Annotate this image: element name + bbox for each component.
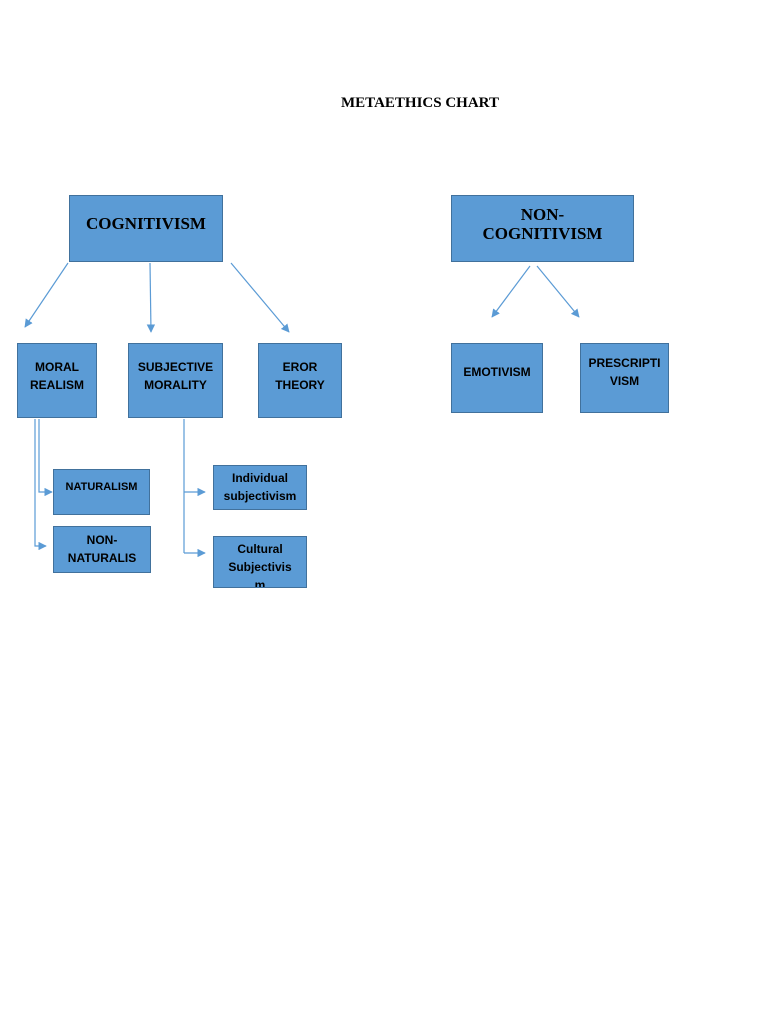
node-non-cognitivism-label: NON- COGNITIVISM [482, 205, 603, 243]
node-subjective-morality-label: SUBJECTIVE MORALITY [137, 360, 214, 392]
node-naturalism-label: NATURALISM [65, 481, 138, 493]
node-moral-realism: MORAL REALISM [17, 343, 97, 418]
connector-moral-realism-non-naturalism [34, 419, 47, 551]
node-naturalism: NATURALISM [53, 469, 150, 515]
node-cognitivism-label: COGNITIVISM [86, 214, 206, 233]
page-title: METAETHICS CHART [341, 95, 499, 111]
node-individual-subjectivism: Individual subjectivism [213, 465, 307, 510]
arrow-cognitivism-subjective-morality [146, 262, 156, 333]
node-prescriptivism: PRESCRIPTI VISM [580, 343, 669, 413]
node-non-cognitivism: NON- COGNITIVISM [451, 195, 634, 262]
node-cultural-subjectivism-label: Cultural Subjectivis m [228, 542, 292, 588]
arrow-noncog-emotivism [491, 265, 531, 318]
node-subjective-morality: SUBJECTIVE MORALITY [128, 343, 223, 418]
node-cognitivism: COGNITIVISM [69, 195, 223, 262]
node-cultural-subjectivism: Cultural Subjectivis m [213, 536, 307, 588]
connector-moral-realism-naturalism [38, 419, 53, 497]
arrow-cognitivism-error-theory [230, 262, 290, 333]
node-moral-realism-label: MORAL REALISM [30, 360, 84, 392]
node-error-theory-label: EROR THEORY [275, 360, 325, 392]
node-individual-subjectivism-label: Individual subjectivism [223, 471, 297, 503]
node-emotivism: EMOTIVISM [451, 343, 543, 413]
node-emotivism-label: EMOTIVISM [463, 365, 531, 379]
node-non-naturalism-label: NON- NATURALIS [67, 533, 137, 565]
node-prescriptivism-label: PRESCRIPTI VISM [588, 356, 661, 388]
node-error-theory: EROR THEORY [258, 343, 342, 418]
arrow-cognitivism-moral-realism [24, 262, 69, 328]
arrow-noncog-prescriptivism [536, 265, 580, 318]
node-non-naturalism: NON- NATURALIS [53, 526, 151, 573]
